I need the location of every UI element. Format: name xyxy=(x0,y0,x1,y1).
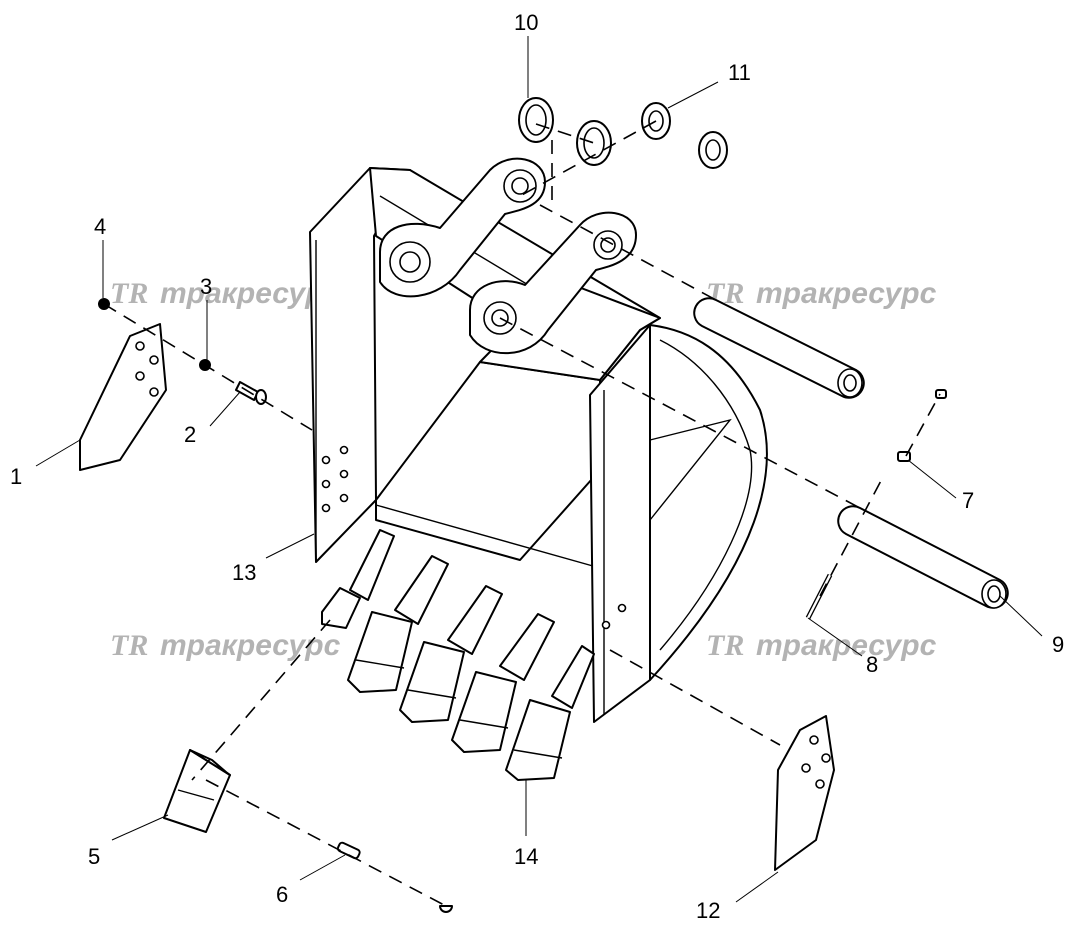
o-rings-10 xyxy=(518,97,612,166)
assembly-axes xyxy=(103,120,941,907)
side-cutter-left xyxy=(79,323,167,471)
callout-13: 13 xyxy=(232,560,256,585)
callout-12: 12 xyxy=(696,898,720,923)
tooth-2 xyxy=(347,555,449,693)
tooth-4 xyxy=(451,613,555,753)
callout-6: 6 xyxy=(276,882,288,907)
svg-text:тракресурс: тракресурс xyxy=(756,277,937,310)
callout-3: 3 xyxy=(200,274,212,299)
tooth-3 xyxy=(399,585,503,723)
watermark-top-right: TR тракресурс xyxy=(706,277,937,310)
washers-11 xyxy=(641,102,728,169)
callout-8: 8 xyxy=(866,652,878,677)
side-cutter-right xyxy=(774,715,835,871)
callout-labels: 1 2 3 4 5 6 7 8 9 10 11 12 13 14 xyxy=(10,10,1064,923)
callout-11: 11 xyxy=(728,60,751,85)
watermark-bottom-left: TR тракресурс xyxy=(110,629,341,662)
tooth-1 xyxy=(321,529,395,629)
mounting-brackets xyxy=(379,157,637,355)
callout-7: 7 xyxy=(962,488,974,513)
tooth-part-5 xyxy=(163,749,231,833)
callout-10: 10 xyxy=(514,10,538,35)
callout-4: 4 xyxy=(94,214,106,239)
watermark-top-left: TR тракресурс xyxy=(110,277,341,310)
svg-text:TR: TR xyxy=(110,629,148,662)
teeth-row xyxy=(321,529,595,781)
svg-text:TR: TR xyxy=(110,277,148,310)
callout-1: 1 xyxy=(10,464,22,489)
svg-text:TR: TR xyxy=(706,629,744,662)
watermark-bottom-right: TR тракресурс xyxy=(706,629,937,662)
svg-text:тракресурс: тракресурс xyxy=(160,629,341,662)
leader-lines xyxy=(35,36,1043,903)
callout-2: 2 xyxy=(184,422,196,447)
tooth-5 xyxy=(505,645,595,781)
callout-9: 9 xyxy=(1052,632,1064,657)
pin-lower xyxy=(837,505,1009,609)
callout-5: 5 xyxy=(88,844,100,869)
pin-upper xyxy=(693,297,865,399)
callout-14: 14 xyxy=(514,844,538,869)
